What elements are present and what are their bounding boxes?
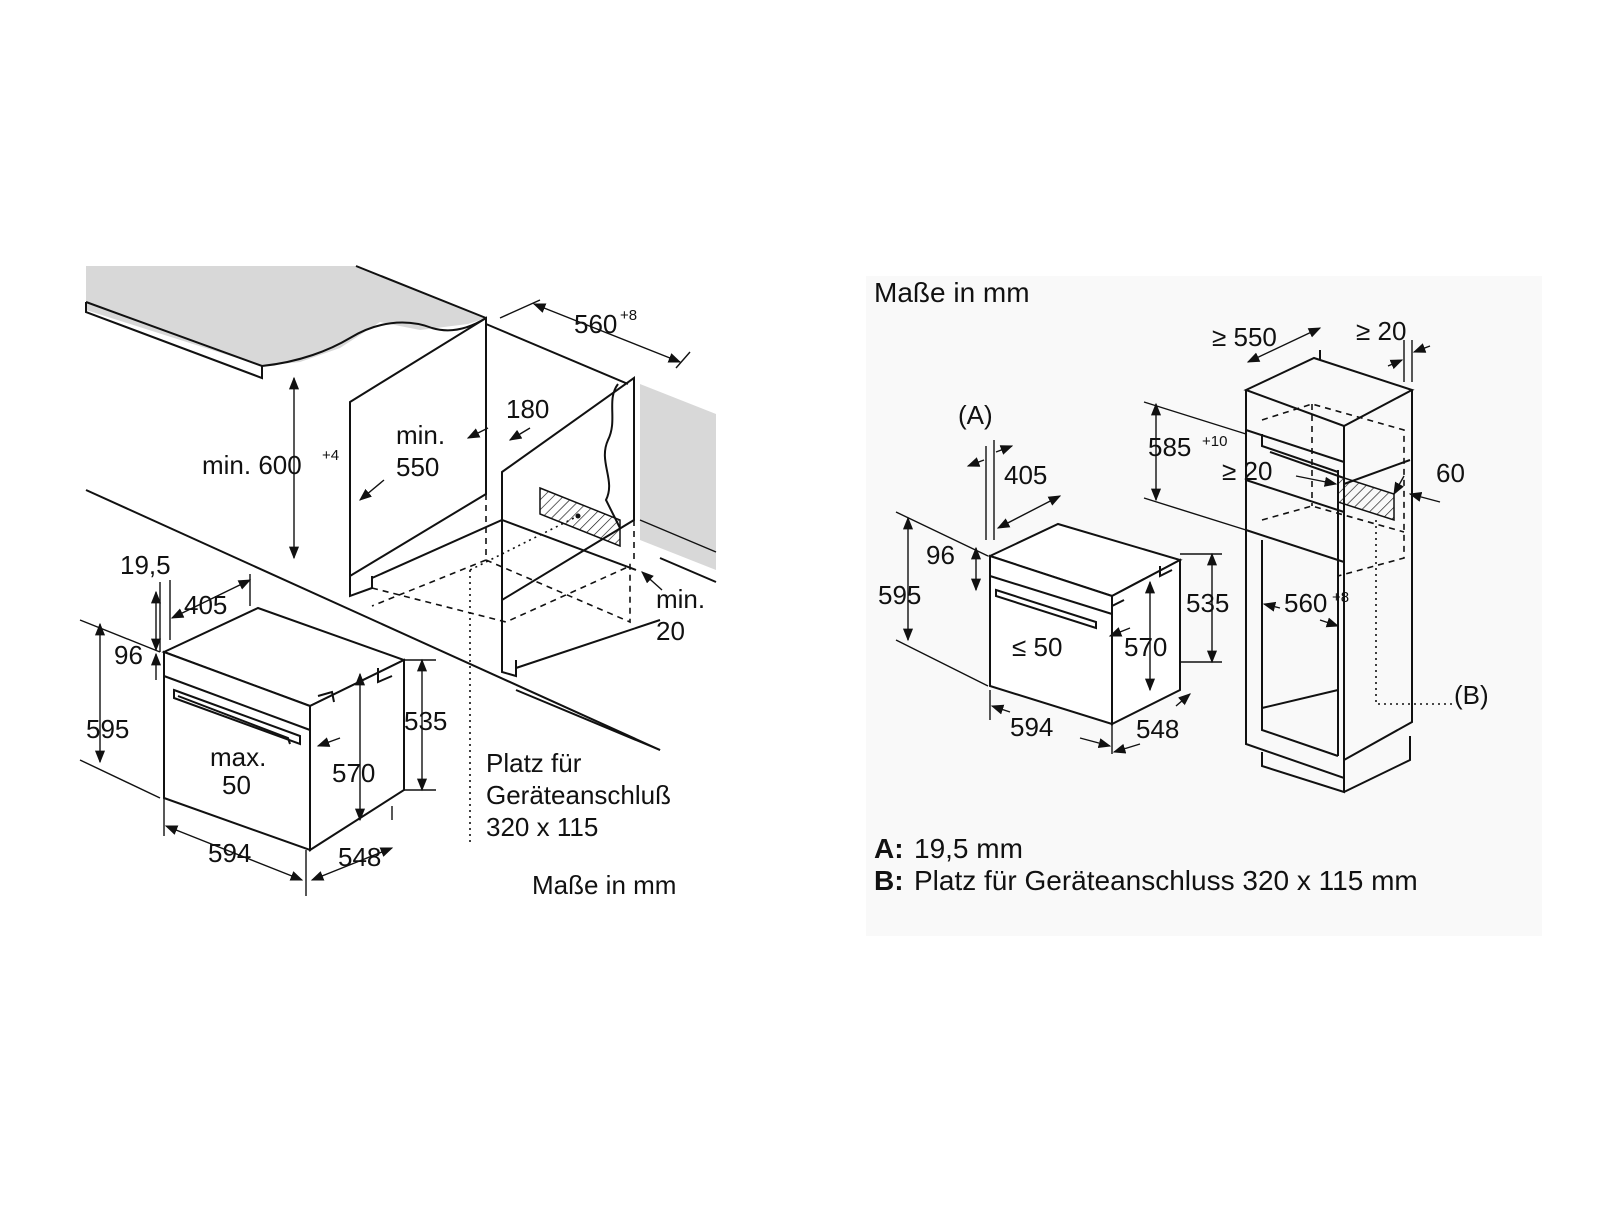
countertop <box>86 266 486 366</box>
dim-548: 548 <box>338 842 381 872</box>
dim-96: 96 <box>114 640 143 670</box>
marker-a: (A) <box>958 400 993 430</box>
connection-note-line3: 320 x 115 <box>486 812 598 842</box>
leader-b <box>1375 520 1456 705</box>
units-label-right: Maße in mm <box>874 277 1030 308</box>
dim-r-585-tolerance: +10 <box>1202 433 1227 450</box>
dim-180: 180 <box>506 394 549 424</box>
legend-a-key: A: <box>874 833 904 864</box>
dim-19-5: 19,5 <box>120 550 171 580</box>
dim-r-405: 405 <box>1004 460 1047 490</box>
right-labels: Maße in mm (A) (B) 405 96 595 ≤ 50 570 5… <box>874 277 1489 896</box>
dim-min600: min. 600 <box>202 450 302 480</box>
connection-note-line1: Platz für <box>486 748 582 778</box>
right-panel-background <box>866 276 1542 936</box>
connection-area-b <box>1337 474 1395 522</box>
dim-r-ge20-mid: ≥ 20 <box>1222 456 1272 486</box>
dim-r-560-tolerance: +8 <box>1332 589 1349 606</box>
dim-min20-value: 20 <box>656 616 685 646</box>
dim-560: 560 <box>574 309 617 339</box>
dim-r-96: 96 <box>926 540 955 570</box>
dim-min20-label: min. <box>656 584 705 614</box>
dim-405: 405 <box>184 590 227 620</box>
dim-594: 594 <box>208 838 251 868</box>
left-labels: 560 +8 180 min. 550 min. 600 +4 min. 20 … <box>86 307 705 900</box>
dim-r-60: 60 <box>1436 458 1465 488</box>
marker-b: (B) <box>1454 680 1489 710</box>
dim-r-560: 560 <box>1284 588 1327 618</box>
countertop-right <box>640 384 716 570</box>
dim-535: 535 <box>404 706 447 736</box>
legend-a-text: 19,5 mm <box>914 833 1023 864</box>
dim-r-594: 594 <box>1010 712 1053 742</box>
dim-min600-tolerance: +4 <box>322 447 339 464</box>
oven-left <box>161 606 407 852</box>
dim-max50-value: 50 <box>222 770 251 800</box>
dim-r-570: 570 <box>1124 632 1167 662</box>
dim-r-ge20-top: ≥ 20 <box>1356 316 1406 346</box>
dim-r-le50: ≤ 50 <box>1012 632 1062 662</box>
dim-min550-value: 550 <box>396 452 439 482</box>
dim-r-548: 548 <box>1136 714 1179 744</box>
dim-r-535: 535 <box>1186 588 1229 618</box>
dim-570: 570 <box>332 758 375 788</box>
legend-b-text: Platz für Geräteanschluss 320 x 115 mm <box>914 865 1418 896</box>
tall-cabinet <box>1243 350 1415 794</box>
right-diagram <box>895 327 1456 794</box>
dim-595: 595 <box>86 714 129 744</box>
units-label-left: Maße in mm <box>532 870 676 900</box>
dim-max50-label: max. <box>210 742 266 772</box>
dim-r-ge550: ≥ 550 <box>1212 322 1277 352</box>
left-diagram <box>79 265 717 896</box>
dim-560-tolerance: +8 <box>620 307 637 324</box>
dim-r-585: 585 <box>1148 432 1191 462</box>
dim-r-595: 595 <box>878 580 921 610</box>
dim-min550-label: min. <box>396 420 445 450</box>
oven-right <box>987 522 1183 726</box>
connection-note-line2: Geräteanschluß <box>486 780 671 810</box>
legend-b-key: B: <box>874 865 904 896</box>
